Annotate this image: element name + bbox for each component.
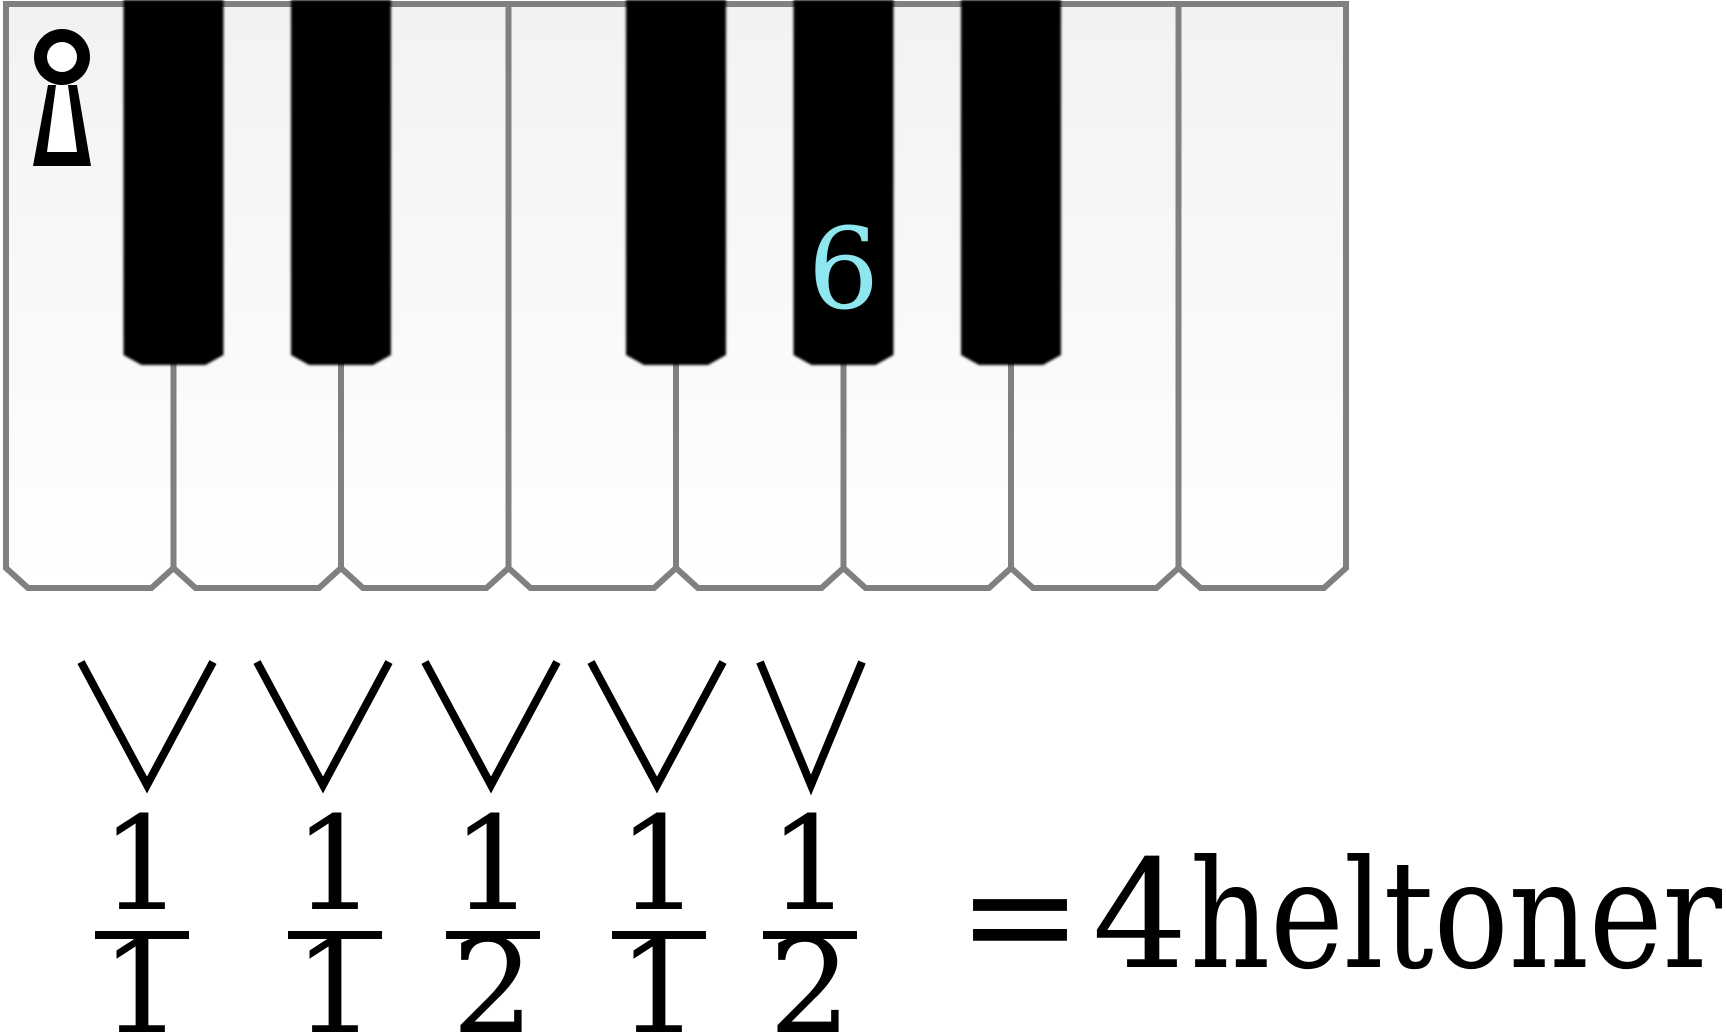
black-key — [291, 0, 391, 365]
black-key — [961, 0, 1061, 365]
fraction-bar — [446, 931, 540, 939]
fraction-denominator: 1 — [294, 911, 377, 1034]
step-fraction: 11 — [95, 788, 189, 1034]
step-fraction: 11 — [288, 788, 382, 1034]
fraction-numerator: 1 — [618, 788, 701, 940]
step-fraction: 12 — [446, 788, 540, 1034]
total-expression: = 4 heltoner — [957, 829, 1722, 1003]
step-chevrons — [77, 660, 866, 796]
black-key: 6 — [793, 0, 894, 365]
black-key — [123, 0, 224, 365]
black-key — [626, 0, 726, 365]
fraction-numerator: 1 — [101, 788, 184, 940]
step-fraction: 11 — [612, 788, 706, 1034]
total-number: 4 — [1092, 829, 1187, 1003]
step-chevron — [421, 660, 561, 794]
fraction-denominator: 1 — [101, 911, 184, 1034]
fraction-denominator: 2 — [452, 911, 535, 1034]
fraction-denominator: 2 — [769, 911, 852, 1034]
white-key — [1175, 1, 1349, 591]
fraction-numerator: 1 — [452, 788, 535, 940]
step-chevron — [756, 660, 866, 796]
fraction-numerator: 1 — [769, 788, 852, 940]
piano-keyboard: 6 — [3, 0, 1349, 591]
black-key-label: 6 — [808, 205, 879, 335]
fraction-bar — [95, 931, 189, 939]
equals-sign: = — [957, 829, 1083, 1003]
step-chevron — [587, 660, 727, 794]
step-fraction: 12 — [763, 788, 857, 1034]
total-unit: heltoner — [1190, 829, 1722, 1003]
fraction-denominator: 1 — [618, 911, 701, 1034]
fraction-bar — [763, 931, 857, 939]
fraction-numerator: 1 — [294, 788, 377, 940]
keyhole-icon — [33, 29, 91, 166]
step-chevron — [77, 660, 217, 794]
step-chevron — [253, 660, 393, 794]
fraction-bar — [288, 931, 382, 939]
fraction-bar — [612, 931, 706, 939]
